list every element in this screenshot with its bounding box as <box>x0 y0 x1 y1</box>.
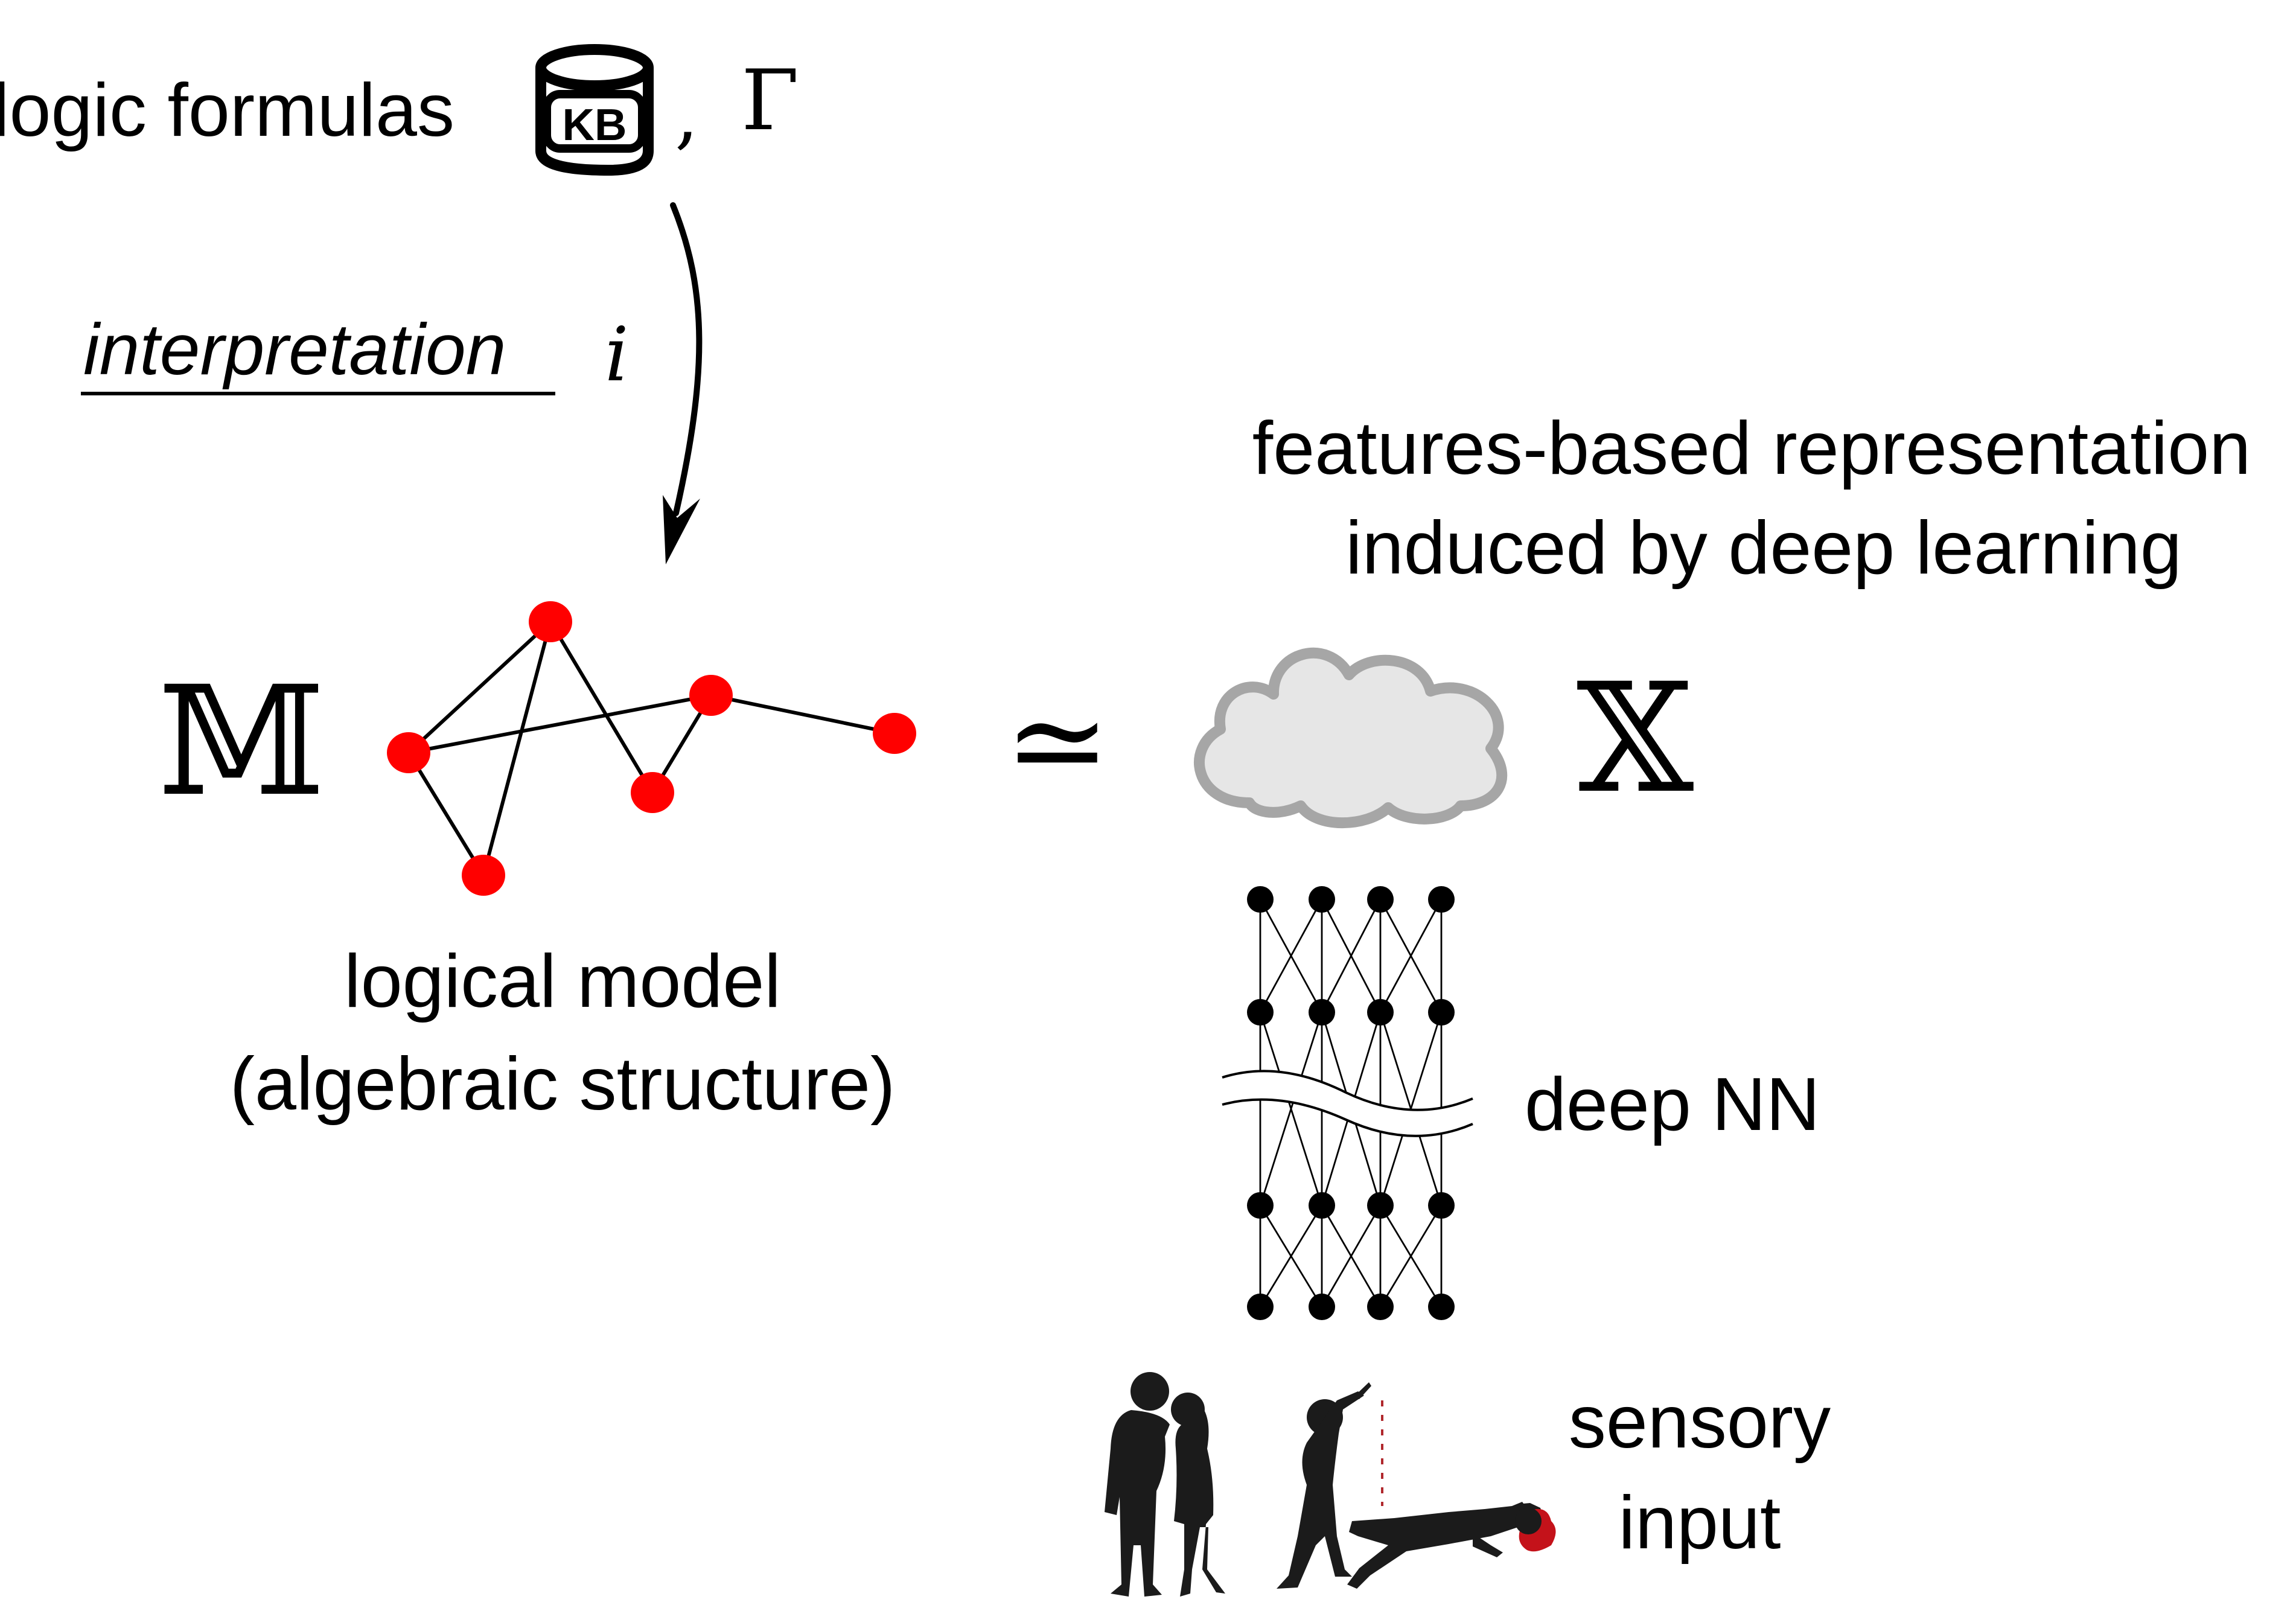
nn-node <box>1309 999 1335 1026</box>
nn-node <box>1367 886 1394 913</box>
nn-connection <box>1259 1205 1323 1307</box>
interpretation-arrow <box>670 202 703 516</box>
logic-formulas-label: logic formulas <box>0 69 454 152</box>
interpretation-group: interpretation i <box>81 202 703 564</box>
nn-node <box>1428 1294 1455 1320</box>
graph-edge <box>407 752 485 876</box>
feature-space-symbol: 𝕏 <box>1577 651 1694 826</box>
comma-separator: , <box>675 71 698 158</box>
graph-node <box>689 675 733 716</box>
nn-node <box>1247 1294 1274 1320</box>
model-symbol-m: 𝕄 <box>158 654 325 829</box>
interpretation-label: interpretation <box>83 309 506 390</box>
graph-node <box>529 601 572 642</box>
nn-node <box>1247 886 1274 913</box>
nn-break-line-bottom <box>1222 1098 1473 1137</box>
deep-nn-group: deep NN <box>1222 886 1820 1320</box>
victim-silhouette <box>1347 1502 1556 1589</box>
model-graph <box>387 601 916 896</box>
nn-connection <box>1379 1205 1443 1307</box>
nn-connection <box>1321 1205 1382 1307</box>
graph-node <box>631 772 674 813</box>
logic-formulas-group: logic formulas KB , Γ <box>0 44 799 176</box>
logical-model-group: 𝕄 logical model (algebraic structure) <box>158 601 916 1126</box>
equivalence-symbol: ≃ <box>1004 667 1111 815</box>
nn-node <box>1428 999 1455 1026</box>
graph-edge <box>407 620 552 755</box>
logical-model-subcaption: (algebraic structure) <box>230 1042 896 1126</box>
nn-connection <box>1259 1012 1323 1206</box>
interpretation-arrowhead <box>663 495 700 564</box>
nn-connection <box>1259 899 1323 1013</box>
sensory-input-sublabel: input <box>1619 1481 1781 1565</box>
nn-break-line-top <box>1222 1070 1473 1111</box>
graph-edge <box>710 694 895 735</box>
gamma-symbol: Γ <box>741 52 799 149</box>
kb-icon-text: KB <box>563 100 627 150</box>
attacker-silhouette <box>1277 1382 1371 1589</box>
graph-edge <box>549 621 654 794</box>
nn-node <box>1428 886 1455 913</box>
nn-node <box>1428 1192 1455 1219</box>
nn-node <box>1247 1192 1274 1219</box>
nn-node <box>1367 999 1394 1026</box>
sensory-input-group: sensory input <box>1105 1372 1831 1597</box>
nn-node <box>1309 886 1335 913</box>
deep-nn-label: deep NN <box>1525 1063 1820 1146</box>
features-caption: features-based representation <box>1252 407 2251 490</box>
graph-edge <box>482 621 552 876</box>
nn-connection <box>1379 899 1443 1013</box>
graph-edge <box>408 694 712 755</box>
graph-node <box>387 732 430 773</box>
graph-node <box>873 713 916 754</box>
nn-connection <box>1321 899 1382 1013</box>
nn-break-band <box>1222 1071 1473 1136</box>
knowledge-base-icon: KB <box>535 44 654 176</box>
nn-node <box>1367 1192 1394 1219</box>
interpretation-symbol: i <box>605 311 629 398</box>
features-group: features-based representation induced by… <box>1194 407 2251 829</box>
graph-node <box>462 855 505 896</box>
couple-silhouette <box>1105 1372 1225 1597</box>
logical-model-caption: logical model <box>344 940 781 1023</box>
nn-node <box>1247 999 1274 1026</box>
cloud-icon <box>1194 647 1508 829</box>
nn-node <box>1309 1294 1335 1320</box>
nn-node <box>1367 1294 1394 1320</box>
nn-nodes <box>1247 886 1455 1320</box>
nn-node <box>1309 1192 1335 1219</box>
features-subcaption: induced by deep learning <box>1345 506 2182 590</box>
sensory-input-label: sensory <box>1569 1380 1831 1464</box>
